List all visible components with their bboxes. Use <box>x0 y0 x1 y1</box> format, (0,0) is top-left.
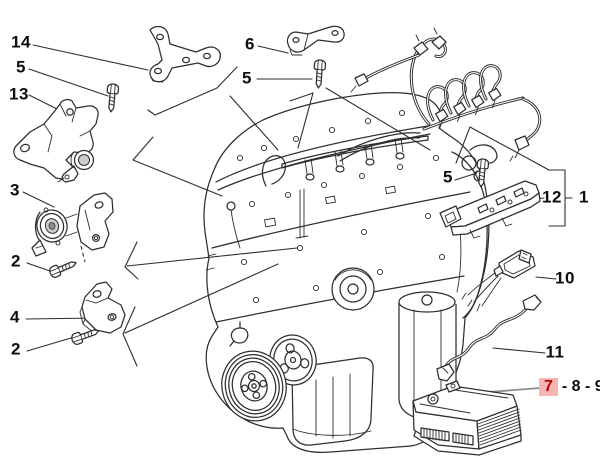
mounting-pointer-lines <box>80 66 431 367</box>
part-bracket-14 <box>149 25 221 83</box>
callout-2[interactable]: 2 <box>11 251 21 271</box>
callout-13[interactable]: 13 <box>9 84 29 104</box>
callout-8-9-label: - 8 - 9 <box>561 378 600 395</box>
callout-12[interactable]: 12 <box>542 187 562 207</box>
callout-3[interactable]: 3 <box>10 180 20 200</box>
callout-11[interactable]: 11 <box>545 342 565 362</box>
part-spark-plug-cables <box>350 27 542 162</box>
part-bracket-6 <box>286 25 345 56</box>
part-bracket-4 <box>79 281 126 334</box>
part-sensor-3 <box>31 192 114 257</box>
group-bracket-1 <box>548 169 573 227</box>
callout-5[interactable]: 5 <box>16 57 26 77</box>
part-bracket-13 <box>13 98 99 183</box>
callout-14[interactable]: 14 <box>11 32 31 52</box>
callout-4[interactable]: 4 <box>10 307 20 327</box>
part-cable-channel-12 <box>439 180 541 239</box>
part-bolt-5-left <box>104 82 120 114</box>
part-ecu-7-8-9 <box>412 380 522 456</box>
ecu-leader-line <box>488 387 541 393</box>
callout-7-8-9: 7 - 8 - 9 <box>539 378 600 396</box>
part-bolt-5-middle <box>312 59 327 89</box>
callout-1[interactable]: 1 <box>579 187 589 207</box>
part-cable-11 <box>436 294 542 382</box>
part-bolt-2-upper <box>47 256 79 280</box>
callout-6[interactable]: 6 <box>245 34 255 54</box>
part-connector-10 <box>461 249 536 312</box>
callout-2[interactable]: 2 <box>11 339 21 359</box>
callout-5[interactable]: 5 <box>242 68 252 88</box>
callout-10[interactable]: 10 <box>555 268 575 288</box>
callout-5[interactable]: 5 <box>443 167 453 187</box>
callout-7-highlighted[interactable]: 7 <box>539 378 558 396</box>
